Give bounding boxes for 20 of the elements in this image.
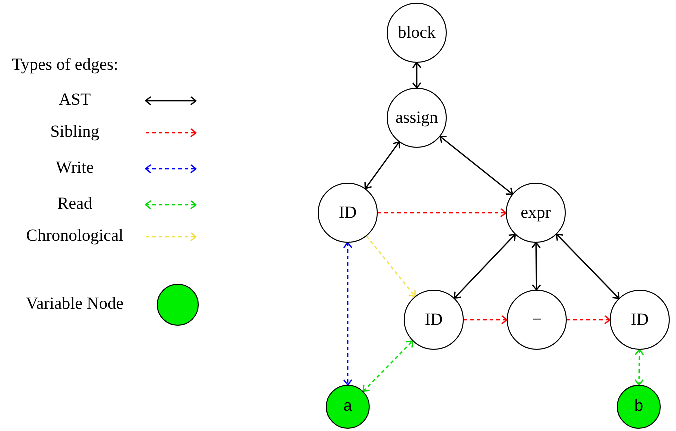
node-label: block [398, 23, 436, 43]
legend-label: Chronological [25, 226, 125, 246]
legend-label: Sibling [49, 122, 101, 142]
node-label: b [634, 398, 644, 416]
variable-node-circle [326, 385, 370, 429]
node-label: expr [520, 203, 552, 223]
node-circle [404, 290, 464, 350]
node-label: a [343, 398, 353, 416]
variable-node-circle [617, 385, 661, 429]
node-label: ID [339, 203, 357, 223]
node-label: assign [396, 108, 438, 128]
legend-label: Write [54, 158, 96, 178]
legend-heading: Types of edges: [12, 55, 118, 75]
legend-label: Read [56, 194, 94, 214]
node-label: ID [425, 310, 443, 330]
node-label: − [532, 310, 542, 330]
node-label: ID [631, 310, 649, 330]
legend-label: Variable Node [25, 294, 125, 314]
legend-label: AST [58, 90, 92, 110]
node-circle [506, 183, 566, 243]
